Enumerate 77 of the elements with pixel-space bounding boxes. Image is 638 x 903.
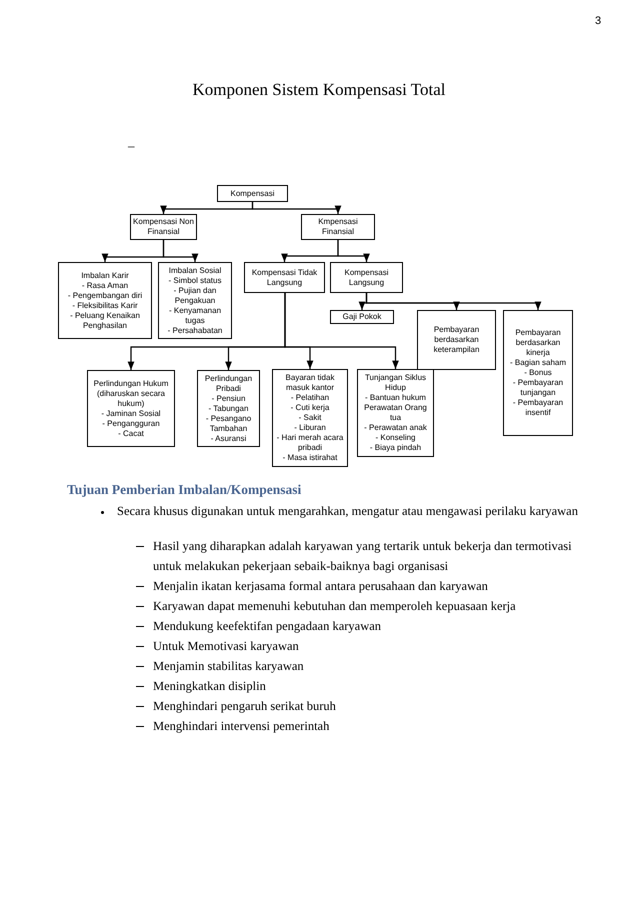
box-item: - Persahabatan xyxy=(168,326,222,336)
box-item: - Cacat xyxy=(118,428,144,438)
box-item: - Asuransi xyxy=(210,434,246,444)
box-item: - Pengembangan diri xyxy=(68,290,142,300)
box-title: Kmpensasi Finansial xyxy=(317,217,359,237)
box-item: - Pembayaran insentif xyxy=(512,398,564,418)
box-title: Imbalan Sosial xyxy=(168,266,222,276)
box-title: Perlindungan Hukum xyxy=(94,378,168,388)
category-box xyxy=(330,262,403,293)
category-box xyxy=(330,310,394,324)
box-item: - Pujian dan Pengakuan xyxy=(172,286,218,306)
box-title: Pembayaran berdasarkan keterampilan xyxy=(432,325,480,355)
box-title: Kompensasi Langsung xyxy=(343,268,390,288)
category-box xyxy=(58,262,152,339)
box-item: - Pensiun xyxy=(212,394,246,404)
box-item: - Tabungan xyxy=(208,404,248,414)
list-item: Untuk Memotivasi karyawan xyxy=(153,638,300,655)
category-box xyxy=(87,370,175,447)
box-item: - Pelatihan xyxy=(290,393,330,403)
box-title: Imbalan Karir xyxy=(81,270,129,280)
arrow xyxy=(284,293,399,369)
box-title: Kompensasi xyxy=(230,188,275,198)
bullet-text: Secara khusus digunakan untuk mengarahkan, mengatur atau mengawasi perilaku karyawan xyxy=(117,503,579,520)
box-title: Gaji Pokok xyxy=(342,312,382,322)
box-item: - Peluang Kenaikan Penghasilan xyxy=(69,310,141,330)
box-item: - Konseling xyxy=(375,433,416,443)
box-title: Pembayaran berdasarkan kinerja xyxy=(514,328,562,358)
box-item: - Kenyamanan tugas xyxy=(168,306,222,326)
arrow xyxy=(337,240,370,262)
page-title: Komponen Sistem Kompensasi Total xyxy=(191,80,446,100)
box-item: - Perawatan anak xyxy=(364,423,427,433)
category-box xyxy=(244,262,325,293)
arrow xyxy=(366,293,542,310)
list-item: Mendukung keefektifan pengadaan karyawan xyxy=(153,618,382,635)
box-item: (diharuskan secara hukum) xyxy=(96,388,166,408)
box-item: - Bonus xyxy=(524,368,552,378)
box-title: Tunjangan Siklus Hidup xyxy=(364,373,428,393)
list-item: Meningkatkan disiplin xyxy=(153,678,267,695)
category-box xyxy=(503,310,573,436)
box-item: - Bantuan hukum xyxy=(365,393,426,403)
box-item: - Fleksibilitas Karir xyxy=(72,300,138,310)
category-box xyxy=(158,262,232,339)
page-number: 3 xyxy=(595,15,602,27)
list-item: Menghindari intervensi pemerintah xyxy=(153,718,330,735)
box-item: - Sakit xyxy=(298,413,322,423)
list-item: Hasil yang diharapkan adalah karyawan yang tertarik untuk bekerja dan termotivasi untuk melakukan pekerjaan sebaik-baiknya bagi organisasi xyxy=(153,538,573,575)
box-item: - Bagian saham xyxy=(510,358,566,368)
list-item: Menghindari pengaruh serikat buruh xyxy=(153,698,337,715)
category-box xyxy=(272,369,348,467)
box-item: - Pembayaran tunjangan xyxy=(512,378,564,398)
list-item: Menjalin ikatan kerjasama formal antara perusahaan dan karyawan xyxy=(153,578,489,595)
box-item: Perawatan Orang tua xyxy=(363,403,428,423)
box-item: - Biaya pindah xyxy=(370,443,422,453)
category-box xyxy=(417,310,496,370)
category-box xyxy=(357,369,434,457)
list-item: Menjamin stabilitas karyawan xyxy=(153,658,305,675)
box-title: Perlindungan Pribadi xyxy=(204,374,254,394)
box-item: - Pesangano Tambahan xyxy=(204,414,252,434)
box-title: Bayaran tidak masuk kantor xyxy=(284,373,336,393)
box-item: - Pengangguran xyxy=(102,418,160,428)
box-item: - Liburan xyxy=(294,423,326,433)
arrow xyxy=(252,202,342,214)
category-box xyxy=(217,185,288,202)
list-item: Karyawan dapat memenuhi kebutuhan dan memperoleh kepuasaan kerja xyxy=(153,598,517,615)
category-box xyxy=(197,370,260,447)
box-item: - Hari merah acara pribadi xyxy=(276,433,344,453)
section-heading: Tujuan Pemberian Imbalan/Kompensasi xyxy=(67,482,302,498)
box-item: - Jaminan Sosial xyxy=(101,408,161,418)
arrow xyxy=(162,240,198,262)
box-item: - Masa istirahat xyxy=(282,453,338,463)
box-item: - Simbol status xyxy=(168,276,222,286)
note-text: – xyxy=(128,138,134,154)
box-item: - Rasa Aman xyxy=(82,280,128,290)
box-title: Kompensasi Non Finansial xyxy=(132,217,195,237)
box-title: Kompensasi Tidak Langsung xyxy=(250,268,318,288)
box-item: - Cuti kerja xyxy=(290,403,330,413)
category-box xyxy=(301,214,375,240)
